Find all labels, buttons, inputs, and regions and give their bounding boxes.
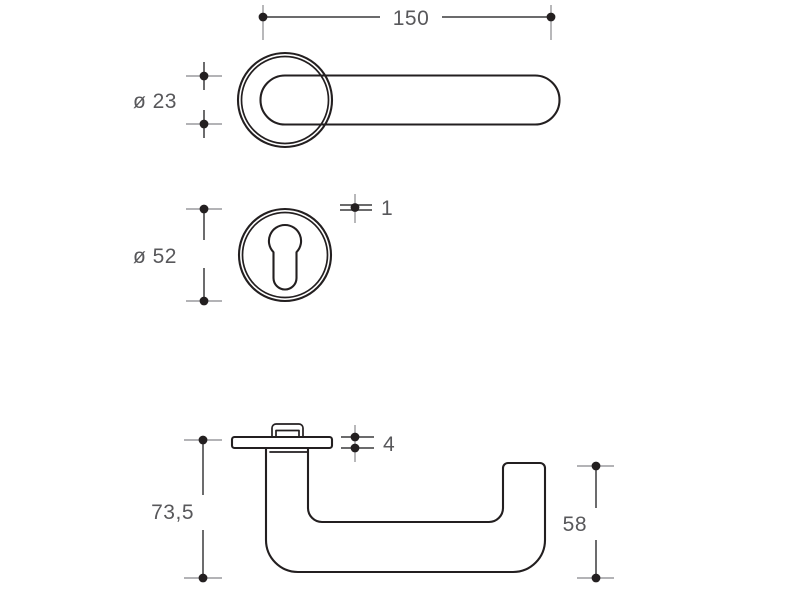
dimension-length-150: 150 [258, 5, 556, 40]
dim-label-thickness-4: 4 [383, 433, 395, 456]
spindle-cap-outer [271, 423, 304, 438]
lever-bar-plan [259, 74, 561, 126]
lever-end-cap [501, 461, 547, 470]
dimension-diameter-23: ø 23 [133, 62, 222, 138]
dim-label-height-58: 58 [563, 513, 587, 536]
dim-label-thickness-1: 1 [381, 197, 393, 220]
dim-label-diameter-52: ø 52 [133, 245, 177, 268]
dim-label-150: 150 [393, 7, 430, 30]
dim-endpoint-dot-top [591, 461, 601, 471]
bottom-view-lever-elevation: 73,5 4 58 [151, 423, 614, 583]
dim-endpoint-dot-top [350, 432, 360, 442]
mounting-rosette-plate [230, 435, 334, 450]
dim-label-diameter-23: ø 23 [133, 90, 177, 113]
escutcheon-outer-circle [237, 207, 333, 303]
dimension-height-58: 58 [563, 461, 614, 583]
dimension-diameter-52: ø 52 [133, 204, 222, 306]
dim-endpoint-dot [350, 203, 360, 212]
dim-endpoint-dot-bottom [199, 296, 209, 306]
lever-outline-outer [264, 446, 547, 574]
dim-endpoint-dot-bottom [199, 119, 209, 129]
rosette-outer-circle [236, 51, 334, 149]
dim-endpoint-dot-top [198, 435, 208, 445]
dim-endpoint-dot-bottom [198, 573, 208, 583]
spindle-cap-inner [275, 429, 300, 438]
middle-view-key-rosette: ø 52 1 [133, 194, 393, 306]
dim-endpoint-dot-bottom [591, 573, 601, 583]
dimension-thickness-4: 4 [341, 425, 395, 462]
rosette-inner-circle [240, 55, 330, 145]
dimension-height-73-5: 73,5 [151, 435, 222, 583]
lever-outline-inner [306, 446, 505, 524]
dim-endpoint-dot-right [546, 12, 556, 22]
dim-endpoint-dot-top [199, 71, 209, 81]
escutcheon-inner-circle [241, 211, 329, 299]
dim-endpoint-dot-bottom [350, 443, 360, 453]
dimension-thickness-1: 1 [340, 194, 393, 223]
dim-endpoint-dot-left [258, 12, 268, 22]
dim-endpoint-dot-top [199, 204, 209, 214]
top-view-lever-plan: 150 ø 23 [133, 5, 561, 149]
dim-label-height-73-5: 73,5 [151, 501, 194, 524]
euro-profile-keyhole [267, 223, 303, 291]
